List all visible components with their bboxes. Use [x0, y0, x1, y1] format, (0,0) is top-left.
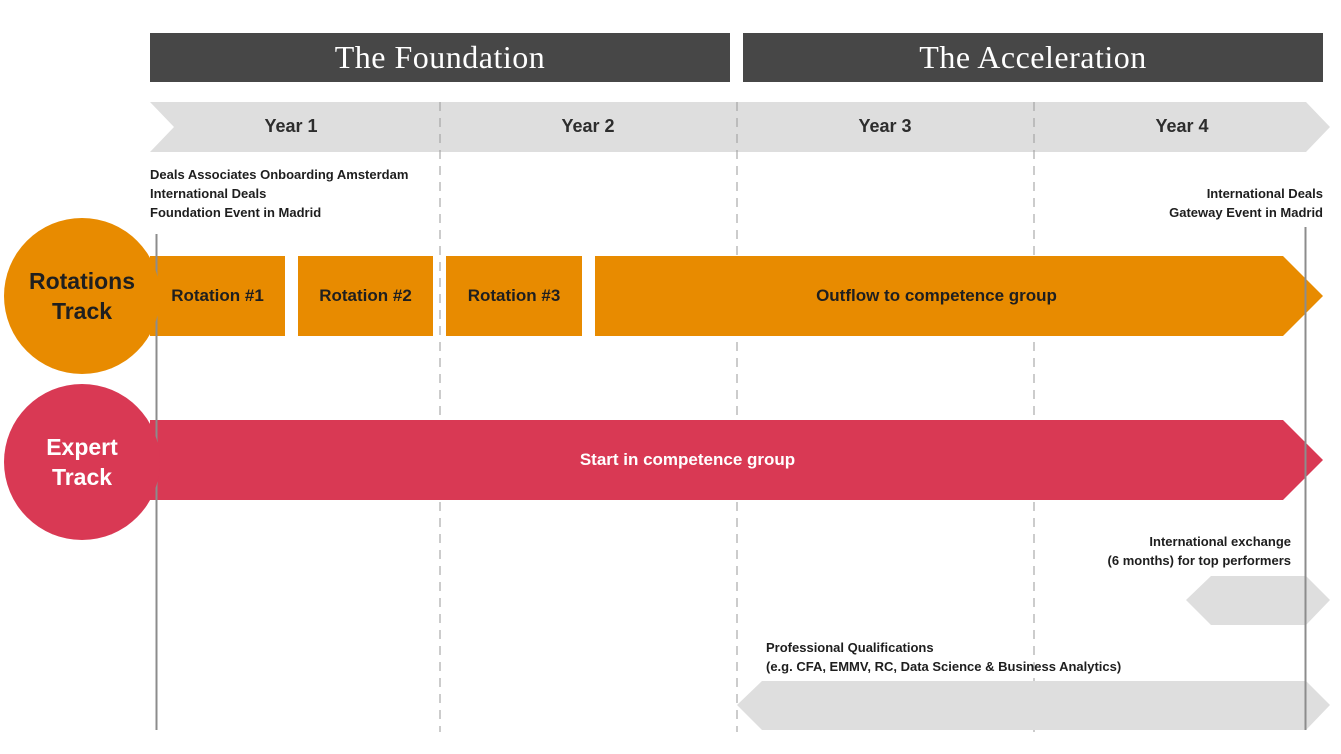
phase-foundation-label: The Foundation [334, 39, 546, 75]
rotation-3-block [446, 256, 582, 336]
qualifications-note-line-2: (e.g. CFA, EMMV, RC, Data Science & Busi… [766, 659, 1122, 674]
expert-track-title-line-2: Track [51, 464, 113, 490]
rotations-track-circle: Rotations Track [4, 218, 160, 374]
qualifications-note-line-1: Professional Qualifications [766, 640, 934, 655]
qualifications-note: Professional Qualifications (e.g. CFA, E… [766, 638, 1121, 676]
year-1-label: Year 1 [264, 116, 318, 136]
onboarding-note-line-1: Deals Associates Onboarding Amsterdam [150, 167, 409, 182]
outflow-label: Outflow to competence group [816, 286, 1057, 305]
qualifications-arrow [737, 681, 1330, 730]
rotations-track-title-line-1: Rotations [28, 268, 136, 294]
exchange-note-line-1: International exchange [1149, 534, 1291, 549]
year-4-label: Year 4 [1155, 116, 1209, 136]
onboarding-note-line-2: International Deals [150, 186, 267, 201]
expert-track-circle: Expert Track [4, 384, 160, 540]
rotation-3-label: Rotation #3 [467, 286, 561, 305]
year-band [150, 102, 1330, 152]
expert-start-label: Start in competence group [579, 450, 796, 469]
rotation-1-label: Rotation #1 [171, 286, 264, 305]
rotation-1-block [150, 256, 285, 336]
exchange-arrow [1186, 576, 1330, 625]
gateway-note-line-2: Gateway Event in Madrid [1169, 205, 1323, 220]
year-3-label: Year 3 [858, 116, 912, 136]
rotations-track-title-line-2: Track [51, 298, 113, 324]
gateway-note: International Deals Gateway Event in Mad… [1169, 184, 1323, 222]
expert-arrow [150, 420, 1323, 500]
onboarding-note: Deals Associates Onboarding Amsterdam In… [150, 165, 408, 222]
exchange-note-line-2: (6 months) for top performers [1107, 553, 1291, 568]
phase-acceleration-label: The Acceleration [919, 39, 1147, 75]
outflow-arrow [595, 256, 1323, 336]
exchange-note: International exchange (6 months) for to… [1108, 532, 1291, 570]
rotation-2-label: Rotation #2 [319, 286, 412, 305]
gateway-note-line-1: International Deals [1206, 186, 1323, 201]
phase-acceleration-header: The Acceleration [743, 33, 1323, 82]
onboarding-note-line-3: Foundation Event in Madrid [150, 205, 322, 220]
phase-foundation-header: The Foundation [150, 33, 730, 82]
expert-track-title-line-1: Expert [46, 434, 118, 460]
rotation-2-block [298, 256, 433, 336]
year-2-label: Year 2 [561, 116, 615, 136]
